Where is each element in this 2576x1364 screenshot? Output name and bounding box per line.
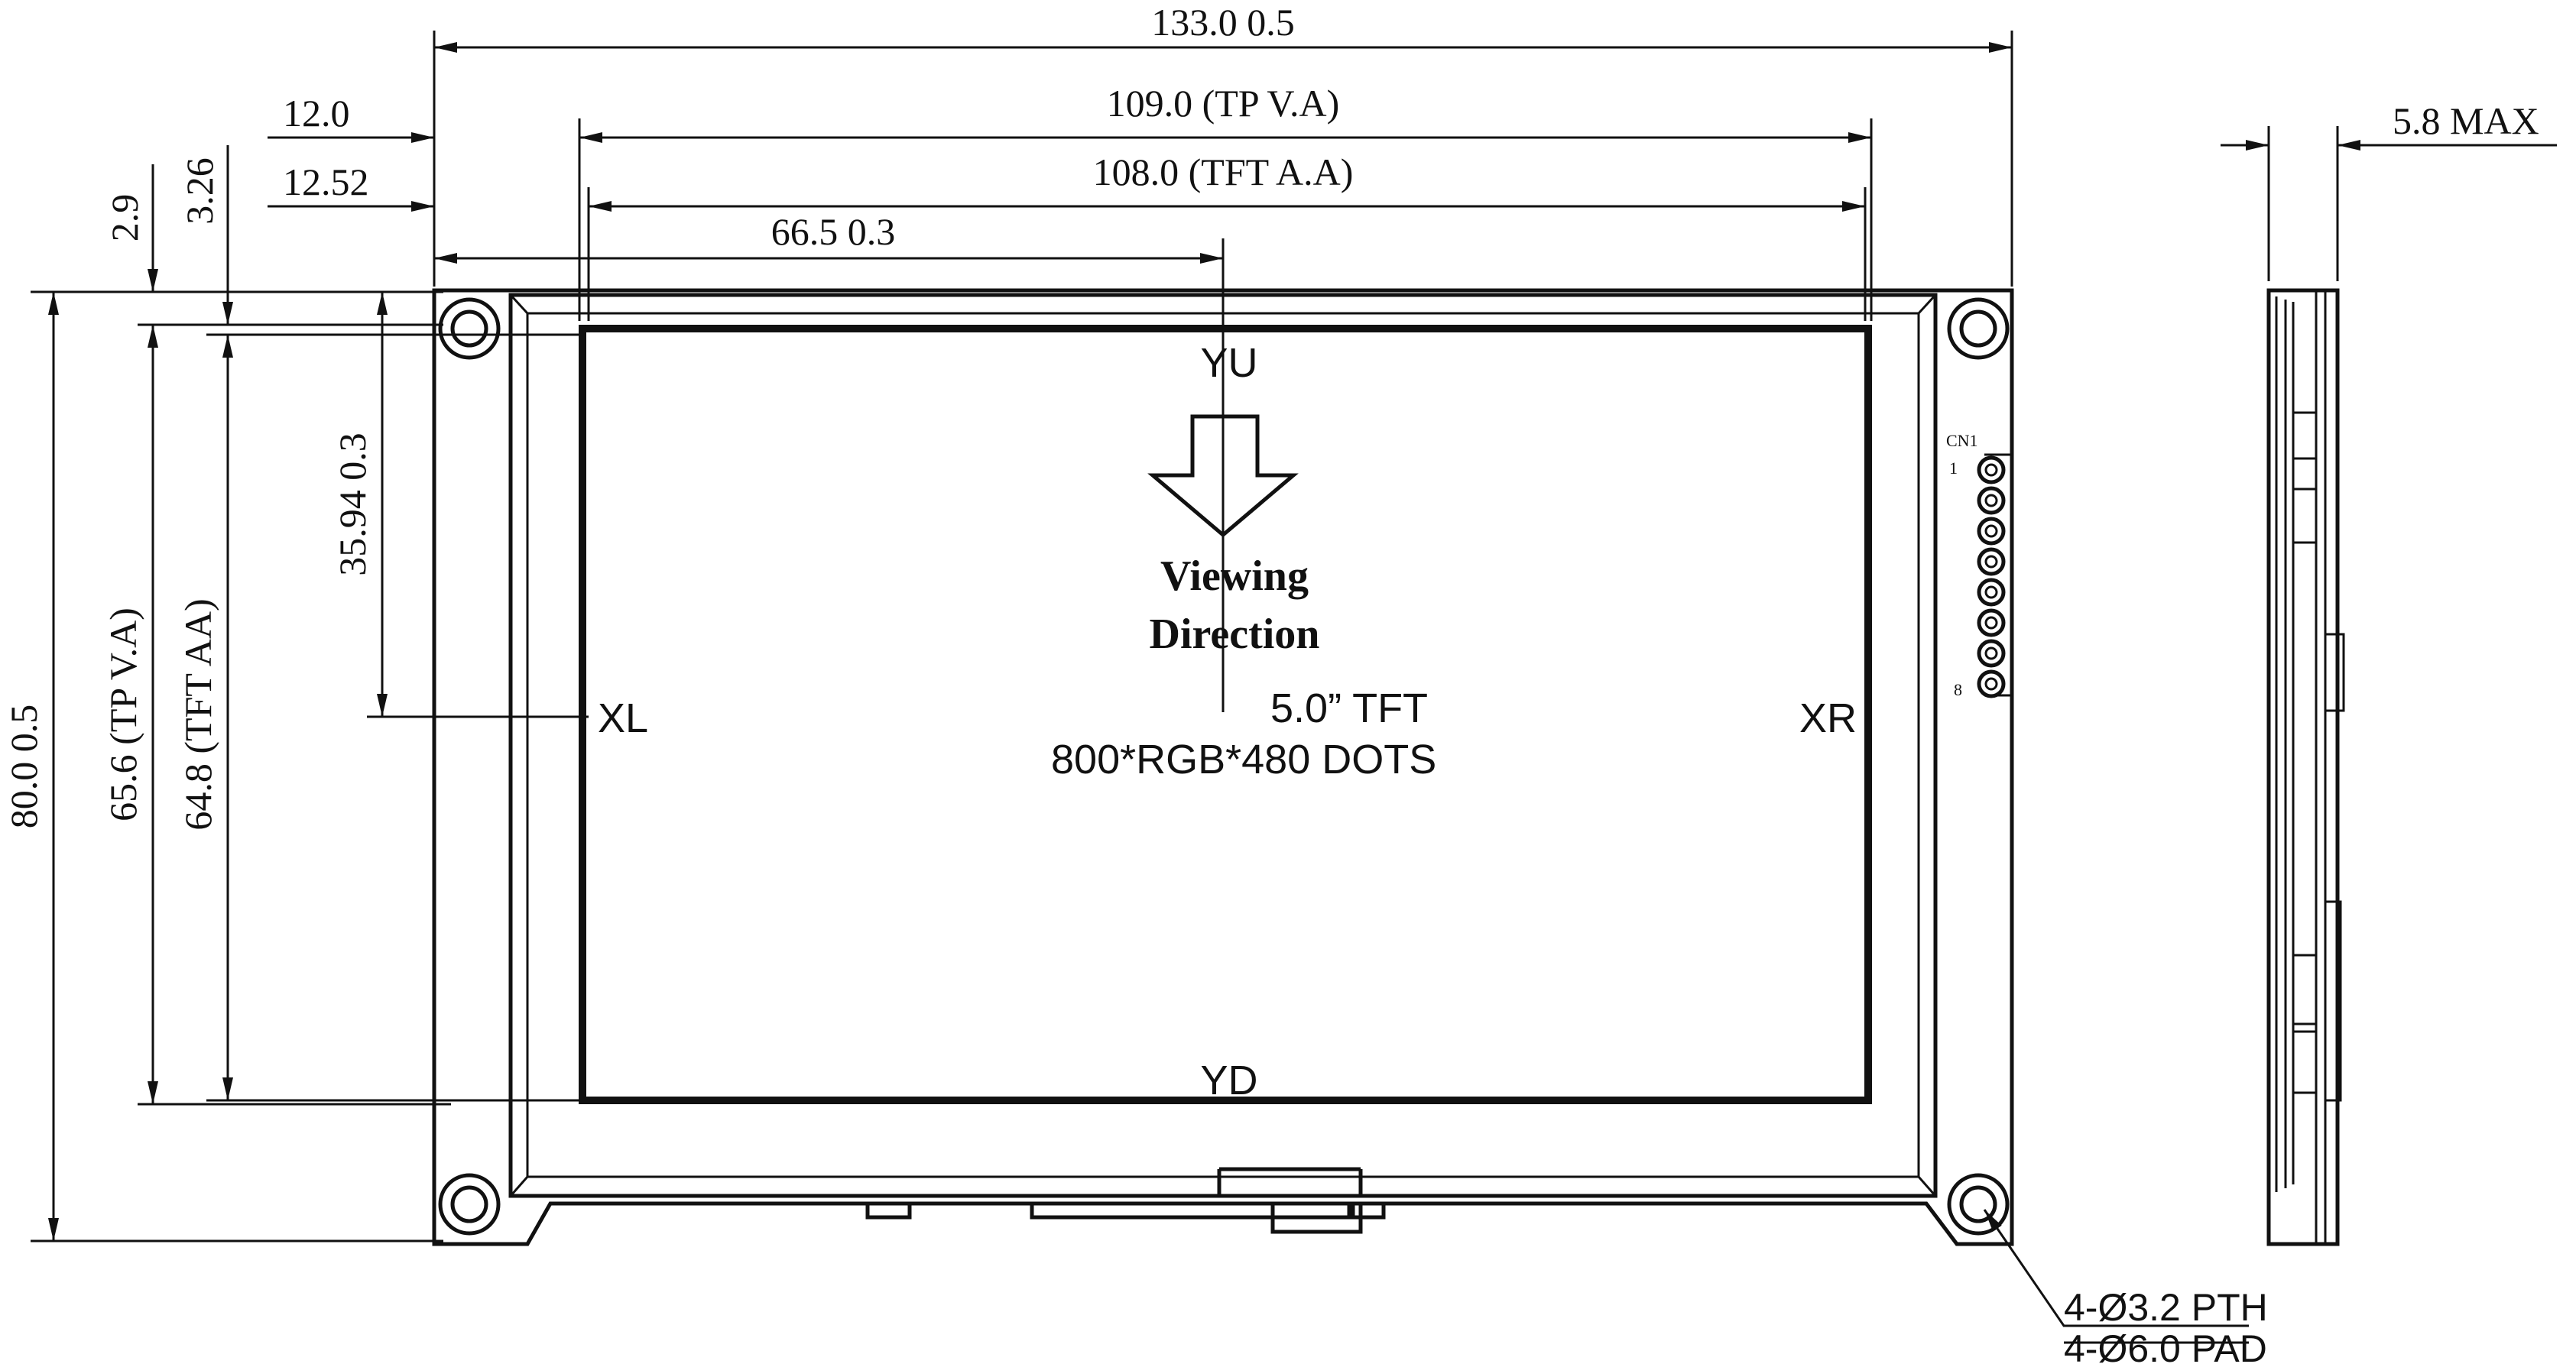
- connector-pin: [1977, 608, 2006, 637]
- connector-pin: [1977, 486, 2006, 515]
- dim-top-gap-tp: 2.9: [103, 194, 146, 242]
- connector-pin-hole: [1984, 677, 1998, 691]
- dim-overall-width: 133.0 0.5: [1151, 1, 1295, 44]
- vertical-dimensions: 80.0 0.5 65.6 (TP V.A) 64.8 (TFT AA) 2.9…: [2, 145, 581, 1243]
- resolution-text: 800*RGB*480 DOTS: [1051, 737, 1436, 782]
- label-xr: XR: [1799, 695, 1857, 741]
- panel-size-text: 5.0” TFT: [1270, 685, 1428, 731]
- horizontal-dimensions: 133.0 0.5 109.0 (TP V.A) 12.0 108.0 (TFT…: [268, 1, 2013, 321]
- dim-offset-tp: 12.0: [283, 92, 350, 134]
- label-yd: YD: [1200, 1058, 1257, 1103]
- side-view: 5.8 MAX: [2221, 99, 2557, 1246]
- connector-cn1: CN1 1 8: [1946, 431, 2012, 699]
- connector-pin-hole: [1984, 524, 1998, 538]
- dim-tp-va-width: 109.0 (TP V.A): [1107, 82, 1340, 125]
- dim-thickness: 5.8 MAX: [2393, 99, 2539, 142]
- connector-pin-hole: [1984, 585, 1998, 599]
- dim-center-x: 66.5 0.3: [771, 210, 896, 253]
- connector-pin-hole: [1984, 616, 1998, 630]
- mounting-holes: [438, 297, 2010, 1236]
- dim-tp-va-height: 65.6 (TP V.A): [102, 607, 144, 821]
- connector-pin: [1977, 547, 2006, 576]
- tft-active-area: [579, 325, 1872, 1104]
- connector-pin: [1977, 455, 2006, 484]
- viewing-text-line2: Direction: [1150, 611, 1320, 658]
- hole-callout: 4-Ø3.2 PTH 4-Ø6.0 PAD: [1983, 1209, 2268, 1364]
- connector-pin-hole: [1984, 463, 1998, 477]
- dim-center-y: 35.94 0.3: [331, 433, 374, 576]
- label-yu: YU: [1200, 340, 1257, 386]
- connector-label: CN1: [1946, 431, 1978, 450]
- connector-pin: [1977, 669, 2006, 698]
- holes-pad-text: 4-Ø6.0 PAD: [2064, 1327, 2267, 1364]
- pcb-outline: [432, 288, 2014, 1246]
- label-xl: XL: [598, 695, 648, 741]
- dim-tft-aa-width: 108.0 (TFT A.A): [1093, 151, 1354, 193]
- connector-pin-hole: [1984, 555, 1998, 569]
- connector-pin: [1977, 578, 2006, 607]
- pin-first-label: 1: [1949, 458, 1958, 478]
- holes-pth-text: 4-Ø3.2 PTH: [2064, 1286, 2268, 1329]
- dim-overall-height: 80.0 0.5: [2, 705, 45, 829]
- dim-tft-aa-height: 64.8 (TFT AA): [177, 598, 219, 830]
- connector-pin: [1977, 517, 2006, 546]
- pin-last-label: 8: [1954, 680, 1962, 699]
- dim-offset-tft: 12.52: [283, 160, 369, 203]
- connector-pin: [1977, 639, 2006, 668]
- viewing-text-line1: Viewing: [1160, 552, 1309, 600]
- connector-pin-hole: [1984, 494, 1998, 507]
- viewing-direction-arrow: [1147, 414, 1299, 538]
- dim-top-gap-tft: 3.26: [178, 157, 221, 225]
- connector-pin-hole: [1984, 646, 1998, 660]
